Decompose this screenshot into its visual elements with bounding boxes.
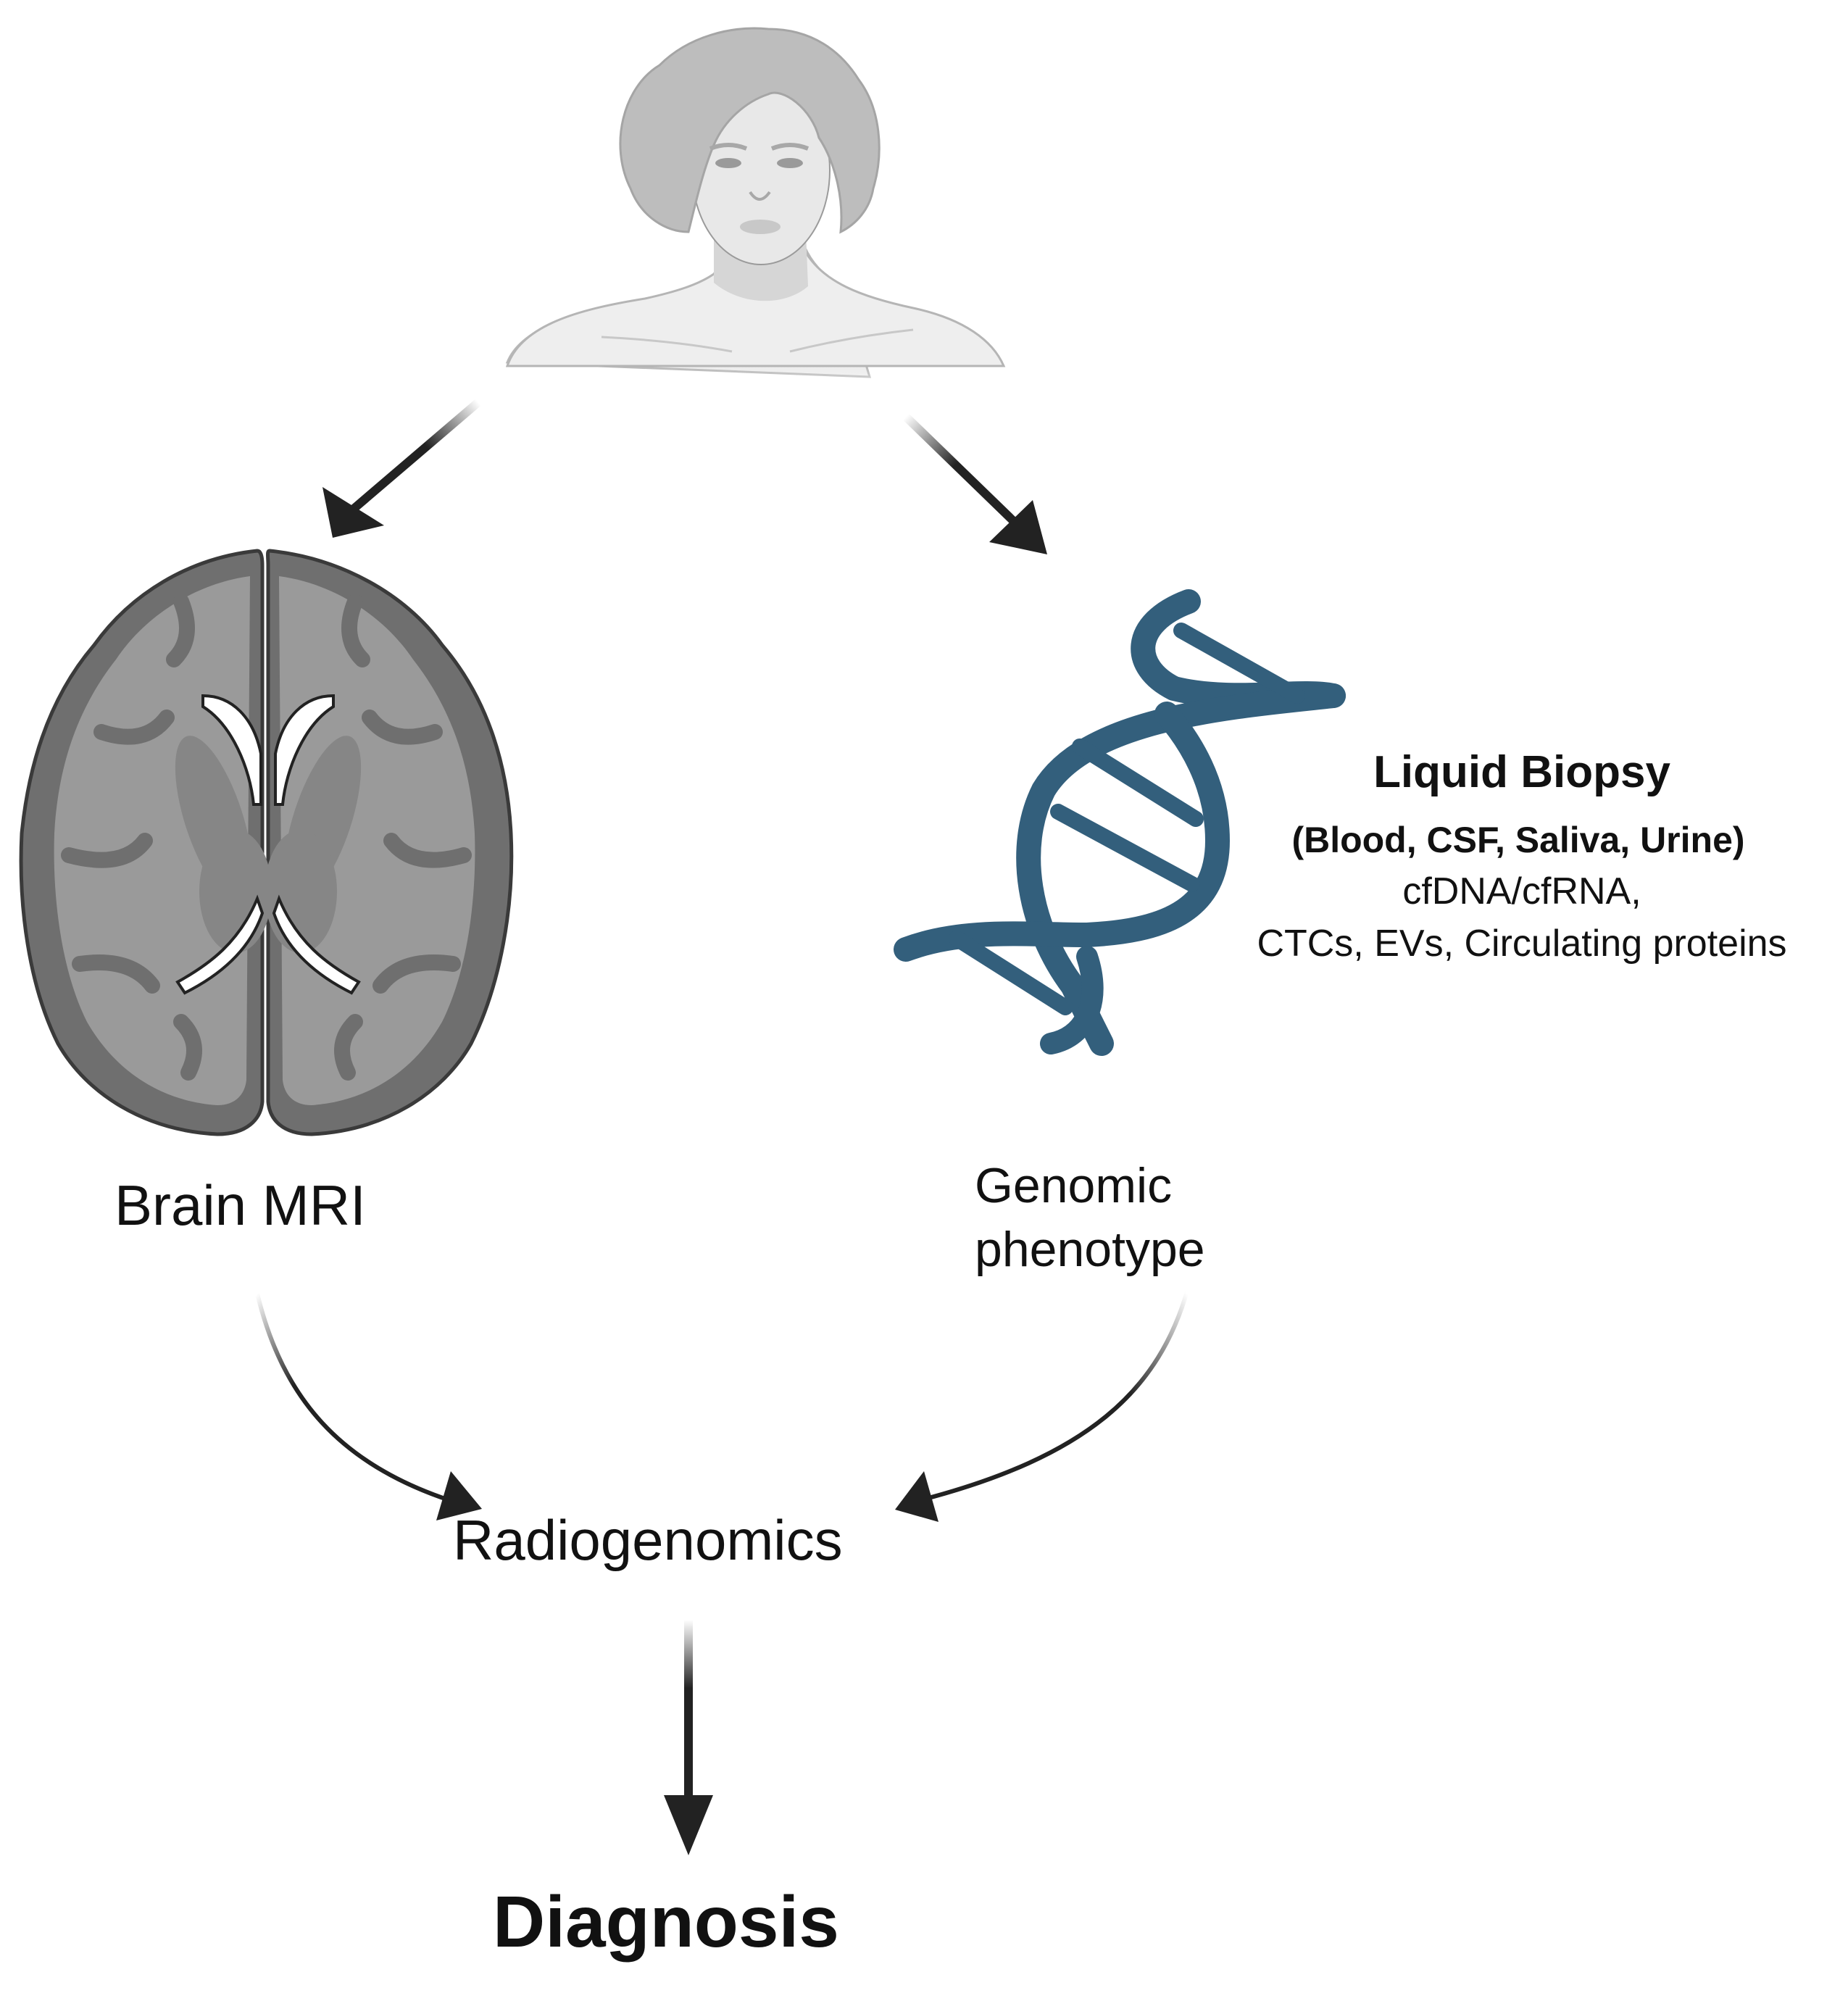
genomic-phenotype-label-line1: Genomic xyxy=(975,1158,1173,1213)
diagnosis-label: Diagnosis xyxy=(493,1881,839,1963)
liquid-biopsy-sources: (Blood, CSF, Saliva, Urine) xyxy=(1291,820,1745,860)
arrow-patient-to-mri xyxy=(322,399,481,538)
arrow-radiogenomics-to-diagnosis xyxy=(664,1620,713,1855)
genomic-phenotype-label-line2: phenotype xyxy=(975,1222,1205,1277)
portrait-hair xyxy=(619,27,881,234)
arrow-patient-to-biopsy xyxy=(902,413,1047,554)
arrow-genomic-to-radiogenomics xyxy=(895,1286,1191,1522)
arrow-mri-to-radiogenomics xyxy=(255,1293,482,1520)
brain-mri-label: Brain MRI xyxy=(115,1173,366,1237)
liquid-biopsy-analytes-line2: CTCs, EVs, Circulating proteins xyxy=(1257,923,1787,965)
liquid-biopsy-analytes-line1: cfDNA/cfRNA, xyxy=(1402,870,1641,912)
patient-portrait-icon xyxy=(493,27,1029,406)
radiogenomics-label: Radiogenomics xyxy=(453,1508,843,1572)
liquid-biopsy-title: Liquid Biopsy xyxy=(1373,747,1670,797)
